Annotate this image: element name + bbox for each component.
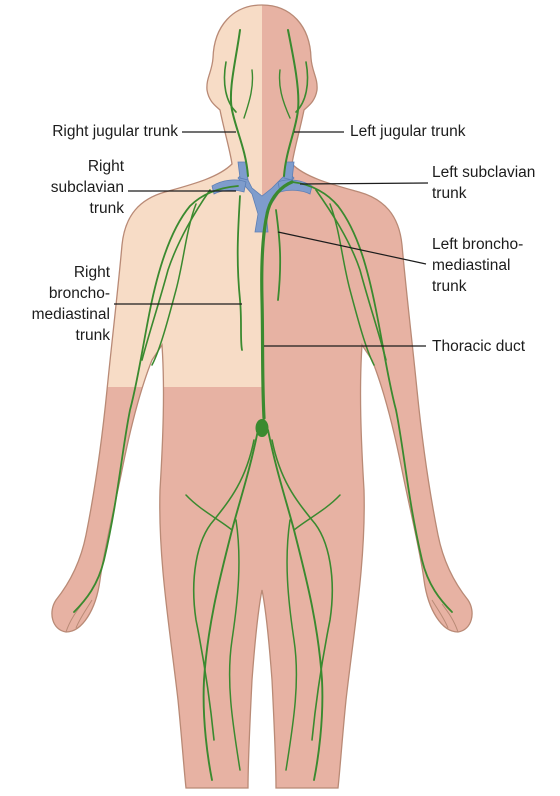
lymphatic-vessels xyxy=(73,29,453,781)
right-arm-vessel-1 xyxy=(73,185,239,613)
leader-lines xyxy=(114,131,429,347)
right-head-vessel xyxy=(229,29,249,177)
right-arm-vessel-2 xyxy=(141,189,211,361)
left-leg-vessel-1 xyxy=(267,429,324,781)
right-leg-vessel-3 xyxy=(228,519,241,771)
left-leg-vessel-2 xyxy=(271,439,334,741)
leader-left-subclavian xyxy=(299,182,429,185)
cisterna-chyli xyxy=(255,419,269,437)
left-leg-vessel-3 xyxy=(285,519,298,771)
label-right-subclavian-trunk: Right subclavian trunk xyxy=(50,158,124,217)
right-head-vessel-2 xyxy=(223,61,237,113)
label-thoracic-duct: Thoracic duct xyxy=(432,338,526,355)
right-leg-vessel-2 xyxy=(192,439,255,741)
left-chest-vessel xyxy=(275,209,282,301)
thoracic-duct xyxy=(260,180,294,420)
label-left-bronchomediastinal-trunk: Left broncho- mediastinal trunk xyxy=(432,236,524,295)
body-outline xyxy=(51,4,473,789)
left-arm-vessel-3 xyxy=(329,203,375,366)
left-head-vessel-2 xyxy=(295,61,309,113)
right-groin-vessel xyxy=(185,494,233,531)
facial-vessels xyxy=(243,69,291,119)
right-arm-vessel-3 xyxy=(151,203,197,366)
finger-lines-left-hand xyxy=(431,599,459,633)
label-left-jugular-trunk: Left jugular trunk xyxy=(350,123,466,140)
left-arm-vessel-1 xyxy=(291,181,453,613)
left-groin-vessel xyxy=(293,494,341,531)
label-left-subclavian-trunk: Left subclavian trunk xyxy=(432,164,536,202)
leader-left-bronchomediastinal xyxy=(277,231,427,265)
right-leg-vessel-1 xyxy=(202,429,259,781)
label-right-jugular-trunk: Right jugular trunk xyxy=(52,123,178,140)
left-arm-vessel-2 xyxy=(315,189,387,361)
label-right-bronchomediastinal-trunk: Right broncho- mediastinal trunk xyxy=(31,264,110,344)
right-chest-vessel xyxy=(236,195,243,351)
